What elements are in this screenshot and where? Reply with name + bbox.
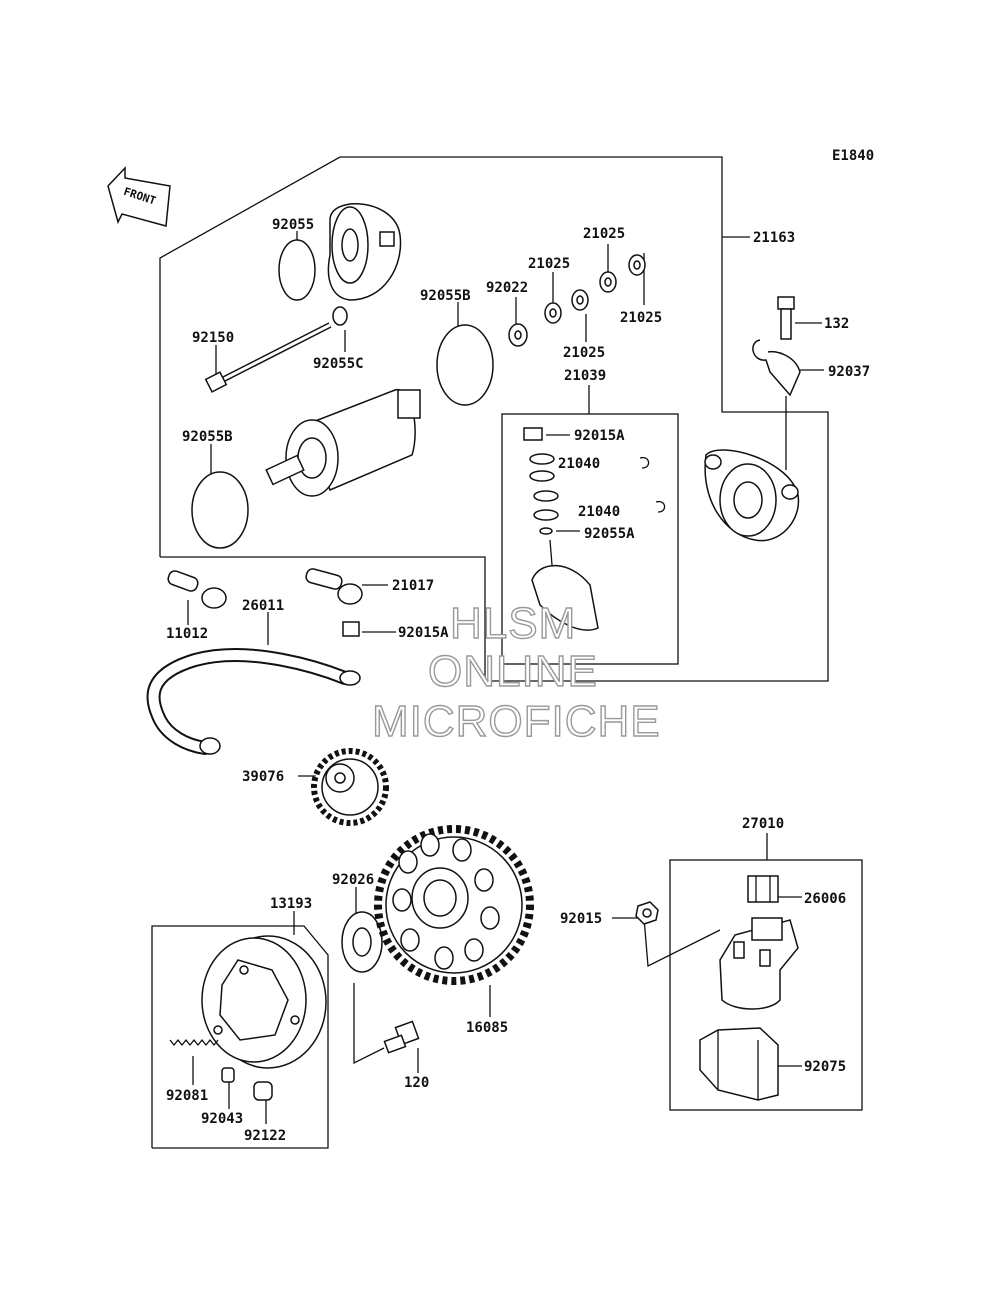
label-92081: 92081 [166,1088,208,1104]
label-21017: 21017 [392,578,434,594]
label-21040-lower: 21040 [578,504,620,520]
fuse-26006 [747,875,779,903]
label-27010: 27010 [742,816,784,832]
label-26006: 26006 [804,891,846,907]
label-92015a-upper: 92015A [574,428,625,444]
brush-holder-parts [523,427,666,631]
bolt-120 [383,1020,420,1054]
clutch-assembly-outline [151,925,329,1149]
label-39076: 39076 [242,769,284,785]
starter-motor [265,389,421,497]
label-92150: 92150 [192,330,234,346]
starter-front-cover [704,449,800,542]
o-ring-92055c [332,306,348,326]
brush-holder-box [501,413,679,665]
watermark-line-2: ONLINE [428,647,598,696]
label-92026: 92026 [332,872,374,888]
label-92122: 92122 [244,1128,286,1144]
diagram-code: E1840 [832,148,874,164]
washer-92026 [341,911,383,973]
label-92015a-lower: 92015A [398,625,449,641]
label-21040-upper: 21040 [558,456,600,472]
label-92055: 92055 [272,217,314,233]
watermark: HLSM ONLINE MICROFICHE [371,598,661,746]
watermark-line-1: HLSM [450,599,576,648]
roller-92122 [253,1081,273,1101]
o-ring-92055b-upper [436,324,494,406]
label-21163: 21163 [753,230,795,246]
leader-lines [187,231,824,1124]
label-120: 120 [404,1075,429,1091]
label-92022: 92022 [486,280,528,296]
label-26011: 26011 [242,598,284,614]
nut-92015a [342,621,360,637]
boot-21017 [305,568,363,605]
bracket-92037 [752,339,801,397]
nut-92015 [635,901,659,925]
starter-assembly-outline [159,156,829,682]
starter-clutch-13193 [201,935,327,1069]
bolt-132 [777,296,795,340]
label-16085: 16085 [466,1020,508,1036]
label-21025-a: 21025 [528,256,570,272]
o-ring-92055b-lower [191,471,249,549]
starter-gear-16085 [374,825,534,985]
label-92043: 92043 [201,1111,243,1127]
starter-relay [719,917,799,1010]
front-arrow-icon: FRONT [107,166,171,227]
label-21025-b: 21025 [583,226,625,242]
watermark-line-3: MICROFICHE [372,697,661,746]
idle-gear-39076 [311,748,389,826]
label-92055b-lower: 92055B [182,429,233,445]
label-92055c: 92055C [313,356,364,372]
washer-set [508,254,646,347]
label-21039: 21039 [564,368,606,384]
spring-92081 [169,1038,219,1047]
label-132: 132 [824,316,849,332]
label-11012: 11012 [166,626,208,642]
relay-cover-92075 [699,1027,779,1101]
label-21025-d: 21025 [563,345,605,361]
relay-box [669,859,863,1111]
part-labels: 92055 92150 92055C 92055B 92055B 92022 2… [166,217,870,1144]
o-ring-92055 [278,239,316,301]
cable-26011 [146,648,361,755]
pin-92043 [221,1067,235,1083]
boot-11012 [167,570,227,609]
label-92015: 92015 [560,911,602,927]
label-92055a: 92055A [584,526,635,542]
label-92055b-upper: 92055B [420,288,471,304]
label-21025-c: 21025 [620,310,662,326]
through-bolt [204,322,332,393]
label-92037: 92037 [828,364,870,380]
label-92075: 92075 [804,1059,846,1075]
label-13193: 13193 [270,896,312,912]
starter-end-cover [327,203,402,301]
